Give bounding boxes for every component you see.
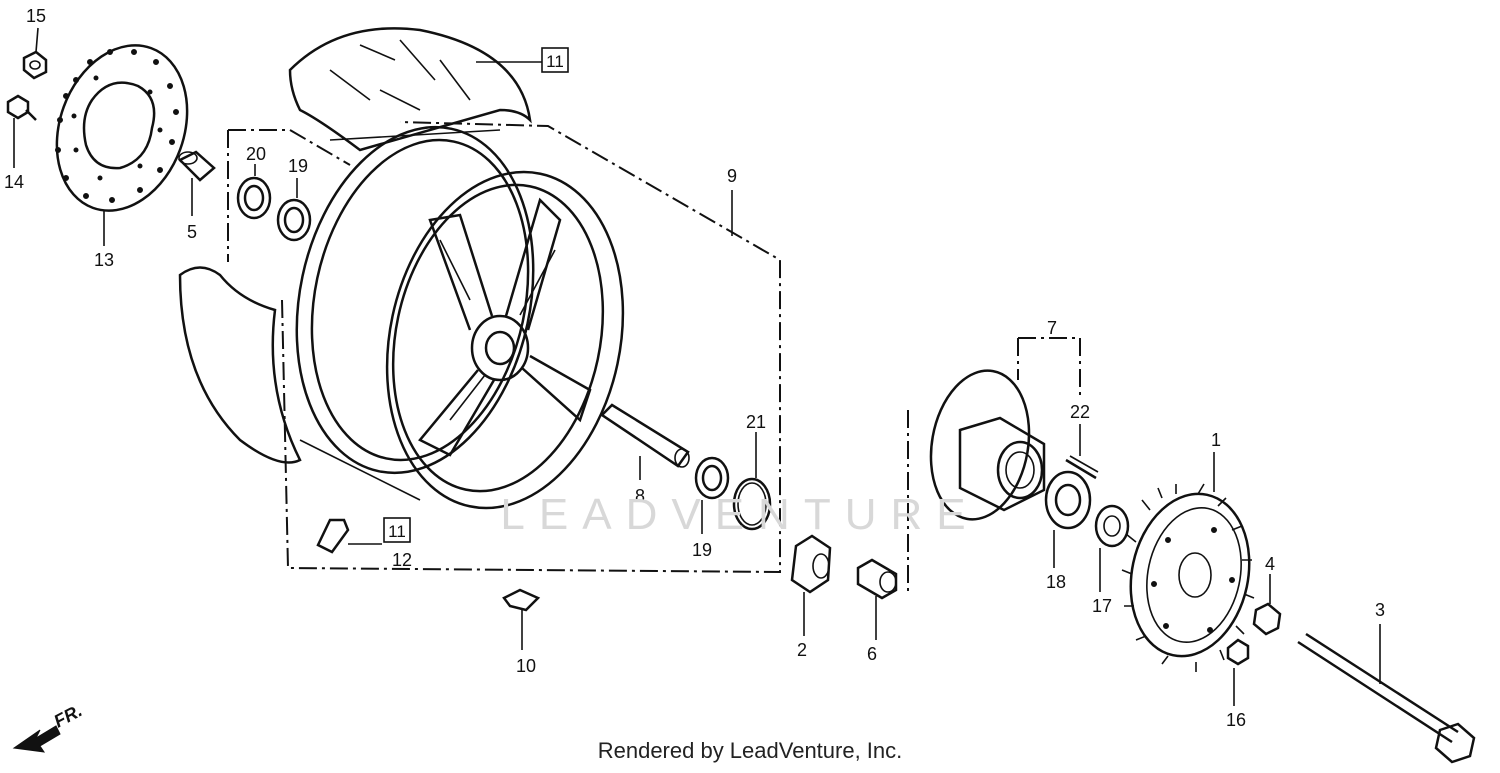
callout-2: 2 bbox=[797, 640, 807, 660]
callout-14: 14 bbox=[4, 172, 24, 192]
callout-5: 5 bbox=[187, 222, 197, 242]
callout-12: 12 bbox=[392, 550, 412, 570]
flange-stud bbox=[1065, 455, 1099, 480]
wheel-assembly-bracket bbox=[227, 121, 781, 574]
final-driven-collar bbox=[856, 558, 898, 600]
callout-16: 16 bbox=[1226, 710, 1246, 730]
tire-valve bbox=[316, 518, 350, 554]
footer-credit: Rendered by LeadVenture, Inc. bbox=[597, 738, 903, 763]
callout-1: 1 bbox=[1211, 430, 1221, 450]
oil-seal bbox=[1094, 504, 1130, 548]
tire bbox=[178, 27, 532, 464]
wheel-rim bbox=[295, 125, 625, 510]
callout-labels: 15 14 13 5 20 19 9 21 8 19 12 10 2 6 7 2… bbox=[4, 6, 1385, 730]
callout-15: 15 bbox=[26, 6, 46, 26]
distance-collar bbox=[600, 403, 690, 468]
o-ring bbox=[732, 477, 772, 531]
callout-6: 6 bbox=[867, 644, 877, 664]
callout-10: 10 bbox=[516, 656, 536, 676]
side-collar bbox=[790, 534, 832, 594]
disc-nut bbox=[22, 50, 48, 80]
watermark: LEADVENTURE bbox=[500, 490, 980, 539]
callout-19-lower: 19 bbox=[692, 540, 712, 560]
boxed-callout-tube: 11 bbox=[383, 517, 411, 543]
callout-18: 18 bbox=[1046, 572, 1066, 592]
wheel-bearing-left bbox=[236, 176, 272, 220]
callout-8: 8 bbox=[635, 486, 645, 506]
callout-19-upper: 19 bbox=[288, 156, 308, 176]
sprocket-collar bbox=[1252, 602, 1282, 636]
callout-21: 21 bbox=[746, 412, 766, 432]
wheel-bearing-right-upper bbox=[276, 198, 312, 242]
boxed-callout-tire: 11 bbox=[541, 47, 569, 73]
boxed-callout-11-tube: 11 bbox=[388, 522, 406, 541]
collar bbox=[177, 150, 216, 182]
front-arrow-icon bbox=[12, 725, 61, 753]
final-driven-sprocket bbox=[1121, 483, 1255, 672]
rear-axle bbox=[1297, 632, 1476, 764]
callout-13: 13 bbox=[94, 250, 114, 270]
callout-3: 3 bbox=[1375, 600, 1385, 620]
callout-7: 7 bbox=[1047, 318, 1057, 338]
flange-bearing bbox=[1044, 470, 1092, 530]
final-driven-flange bbox=[929, 369, 1046, 521]
balance-weight bbox=[502, 588, 541, 612]
callout-4: 4 bbox=[1265, 554, 1275, 574]
wheel-bearing-right-lower bbox=[694, 456, 730, 500]
brake-disc bbox=[55, 44, 189, 212]
callout-9: 9 bbox=[727, 166, 737, 186]
flange-assembly-bracket bbox=[907, 337, 1081, 594]
callout-22: 22 bbox=[1070, 402, 1090, 422]
disc-bolt bbox=[6, 94, 37, 121]
sprocket-nut bbox=[1226, 638, 1250, 666]
leader-lines bbox=[13, 27, 1381, 706]
callout-17: 17 bbox=[1092, 596, 1112, 616]
boxed-callout-11-tire: 11 bbox=[546, 52, 564, 71]
callout-20: 20 bbox=[246, 144, 266, 164]
